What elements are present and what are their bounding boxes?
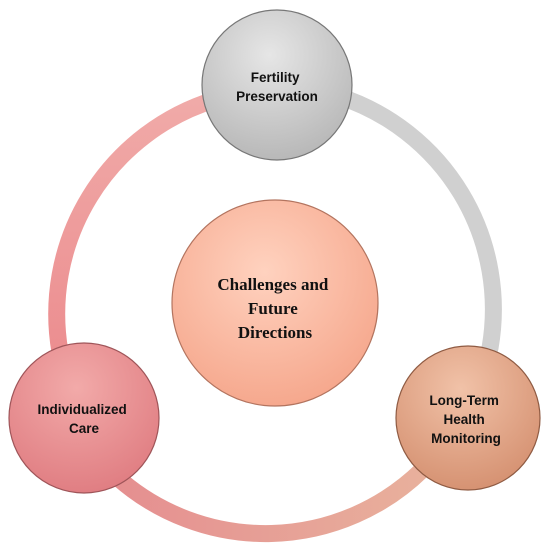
- node-long-term-health-monitoring: [395, 345, 541, 491]
- center-label-line-2: Future: [248, 299, 298, 318]
- node-fertility-label-line-1: Fertility: [251, 70, 300, 85]
- node-care-label-line-1: Individualized: [37, 402, 126, 417]
- center-circle: [171, 199, 379, 407]
- center-label-line-3: Directions: [238, 323, 313, 342]
- ring-arc-right-to-left: [109, 461, 431, 543]
- node-care-label: Individualized Care: [37, 402, 130, 436]
- ring-arc-top-to-right: [329, 87, 502, 357]
- center-label-line-1: Challenges and: [217, 275, 329, 294]
- ring-arc-left-to-top: [48, 91, 223, 361]
- node-monitoring-label: Long-Term Health Monitoring: [429, 393, 502, 446]
- node-individualized-care: [8, 342, 160, 494]
- node-monitoring-label-line-1: Long-Term: [429, 393, 499, 408]
- node-fertility-label-line-2: Preservation: [236, 89, 318, 104]
- node-fertility-label: Fertility Preservation: [236, 70, 318, 104]
- node-monitoring-label-line-3: Monitoring: [431, 431, 501, 446]
- node-care-label-line-2: Care: [69, 421, 100, 436]
- center-label: Challenges and Future Directions: [217, 275, 332, 342]
- node-monitoring-label-line-2: Health: [443, 412, 484, 427]
- node-fertility-preservation: [201, 9, 353, 161]
